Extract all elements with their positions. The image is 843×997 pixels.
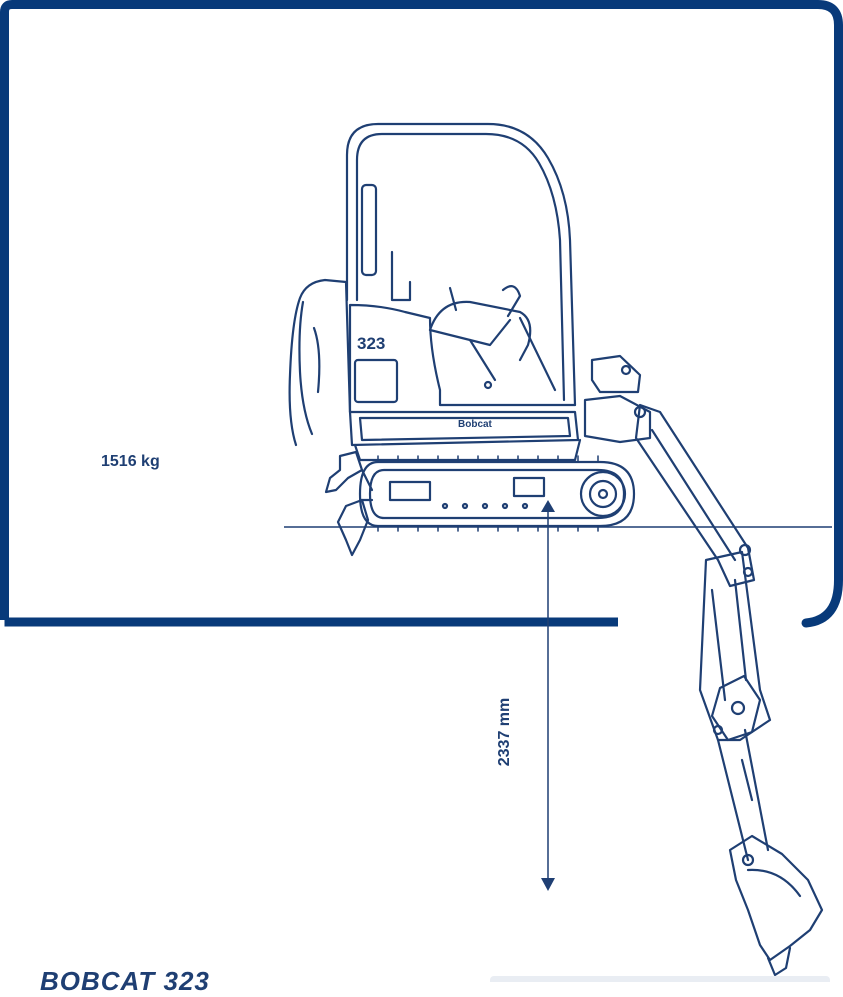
track-assembly [358, 455, 636, 532]
model-number-decal: 323 [357, 334, 386, 353]
cab-canopy [345, 122, 577, 407]
swing-bracket [583, 354, 652, 444]
depth-dimension-arrow [541, 500, 555, 891]
upper-body [288, 278, 582, 462]
operating-weight-label: 1516 kg [101, 453, 160, 470]
bucket [728, 834, 824, 977]
brand-logo-text: Bobcat [458, 419, 492, 430]
dig-depth-label: 2337 mm [496, 697, 513, 767]
excavator-outline [288, 122, 824, 977]
dimension-frame [0, 0, 843, 628]
dozer-blade [324, 450, 374, 557]
dipper-arm [698, 550, 772, 862]
boom [634, 403, 756, 588]
cab-interior [390, 250, 557, 392]
footer-bar [490, 976, 830, 982]
